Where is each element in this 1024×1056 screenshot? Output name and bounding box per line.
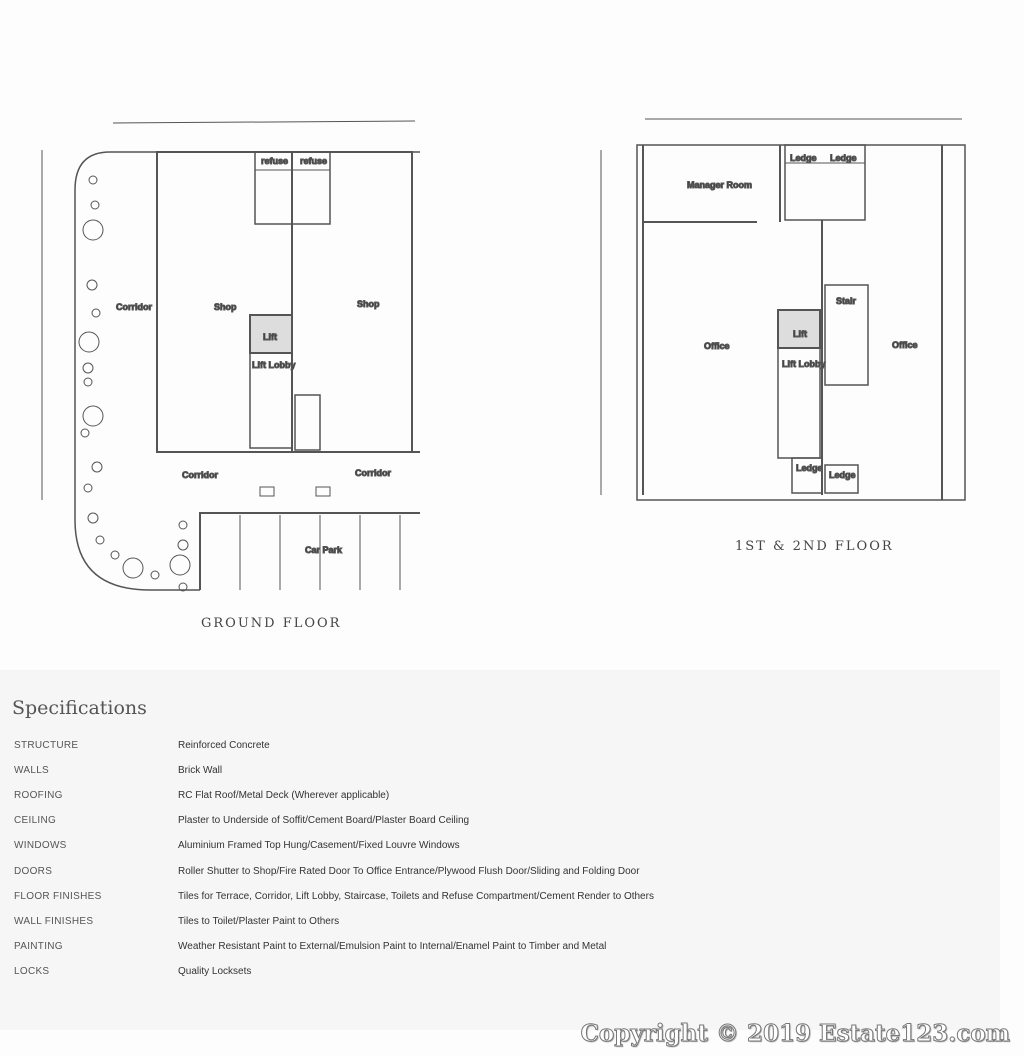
specifications-panel: [0, 670, 1000, 1030]
label-ledge-top-left: Ledge: [790, 153, 817, 163]
label-car-park: Car Park: [305, 545, 343, 555]
label-shop-left: Shop: [214, 302, 237, 312]
label-office-left: Office: [704, 341, 730, 351]
label-refuse-right: refuse: [300, 156, 327, 166]
spec-value: Weather Resistant Paint to External/Emul…: [178, 941, 607, 952]
label-shop-right: Shop: [357, 299, 380, 309]
spec-value: Aluminium Framed Top Hung/Casement/Fixed…: [178, 840, 460, 851]
copyright-watermark: Copyright © 2019 Estate123.com: [580, 1020, 1010, 1048]
specifications-title: Specifications: [12, 697, 147, 719]
ground-floor-caption: GROUND FLOOR: [201, 616, 342, 631]
spec-value: Plaster to Underside of Soffit/Cement Bo…: [178, 815, 470, 826]
spec-row: PAINTING Weather Resistant Paint to Exter…: [14, 941, 914, 957]
label-corridor-bottom-right: Corridor: [355, 468, 391, 478]
ground-floor-plan: refuse refuse Corridor Shop Shop Lift Li…: [74, 151, 420, 592]
spec-value: Quality Locksets: [178, 966, 252, 977]
spec-row: ROOFING RC Flat Roof/Metal Deck (Wherever…: [14, 790, 914, 806]
spec-value: Roller Shutter to Shop/Fire Rated Door T…: [178, 866, 640, 877]
spec-value: Brick Wall: [178, 765, 223, 776]
label-corridor-left: Corridor: [116, 302, 152, 312]
label-lift-upper: Lift: [793, 329, 807, 339]
spec-row: DOORS Roller Shutter to Shop/Fire Rated D…: [14, 866, 914, 882]
spec-value: Reinforced Concrete: [178, 740, 270, 751]
spec-value: RC Flat Roof/Metal Deck (Wherever applic…: [178, 790, 390, 801]
spec-key: PAINTING: [14, 941, 63, 952]
spec-key: STRUCTURE: [14, 740, 79, 751]
label-ledge-bottom-right: Ledge: [829, 470, 856, 480]
upper-floor-caption: 1ST & 2ND FLOOR: [735, 539, 894, 554]
dimension-line-ground: [112, 120, 416, 124]
label-corridor-bottom-left: Corridor: [182, 470, 218, 480]
label-lift-lobby-upper: Lift Lobby: [782, 359, 826, 369]
floor-plans: refuse refuse Corridor Shop Shop Lift Li…: [41, 118, 966, 592]
label-ledge-top-right: Ledge: [830, 153, 857, 163]
spec-row: WALL FINISHES Tiles to Toilet/Plaster Pai…: [14, 916, 914, 932]
spec-key: WALLS: [14, 765, 50, 776]
label-ledge-bottom-left: Ledge: [796, 463, 823, 473]
spec-key: DOORS: [14, 866, 53, 877]
tree-icons: [78, 175, 191, 592]
upper-floor-plan: Ledge Ledge Manager Room Office Office S…: [636, 144, 966, 501]
label-lift-lobby: Lift Lobby: [252, 360, 296, 370]
label-office-right: Office: [892, 340, 918, 350]
spec-key: ROOFING: [14, 790, 63, 801]
spec-value: Tiles for Terrace, Corridor, Lift Lobby,…: [178, 891, 654, 902]
spec-key: WALL FINISHES: [14, 916, 94, 927]
spec-row: LOCKS Quality Locksets: [14, 966, 914, 982]
spec-key: LOCKS: [14, 966, 50, 977]
spec-row: CEILING Plaster to Underside of Soffit/Ce…: [14, 815, 914, 831]
spec-row: FLOOR FINISHES Tiles for Terrace, Corrido…: [14, 891, 914, 907]
spec-key: WINDOWS: [14, 840, 67, 851]
spec-key: FLOOR FINISHES: [14, 891, 102, 902]
spec-row: STRUCTURE Reinforced Concrete: [14, 740, 914, 756]
spec-key: CEILING: [14, 815, 57, 826]
label-stair: Stair: [836, 296, 857, 306]
spec-value: Tiles to Toilet/Plaster Paint to Others: [178, 916, 340, 927]
label-manager-room: Manager Room: [687, 180, 752, 190]
spec-row: WALLS Brick Wall: [14, 765, 914, 781]
label-lift: Lift: [263, 332, 277, 342]
spec-row: WINDOWS Aluminium Framed Top Hung/Casemen…: [14, 840, 914, 856]
label-refuse-left: refuse: [261, 156, 288, 166]
